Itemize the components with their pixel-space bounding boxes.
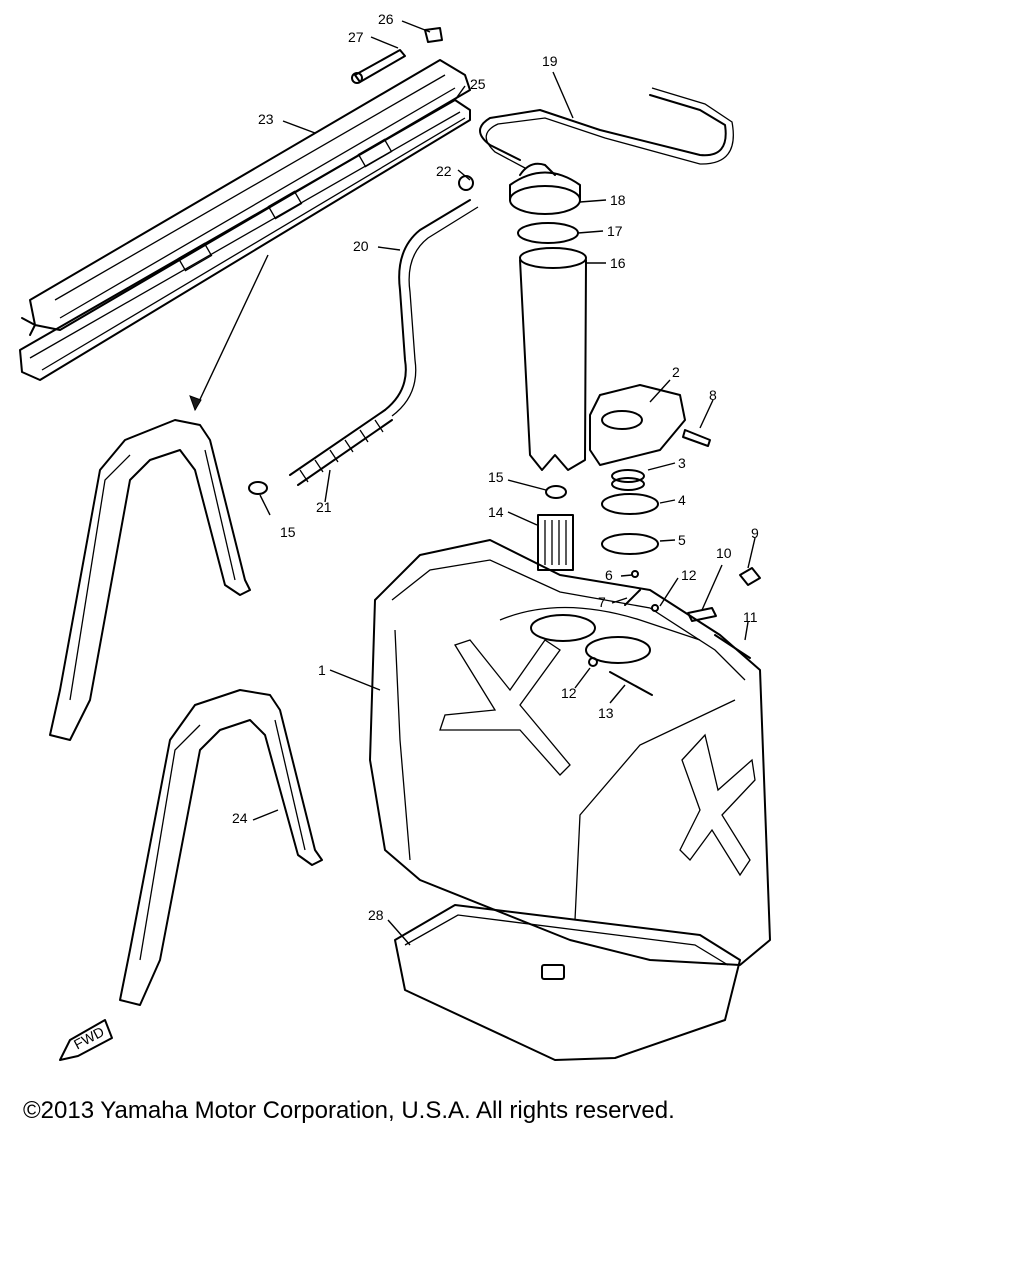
- disc-4: [601, 493, 659, 515]
- callout-10: 10: [716, 545, 732, 561]
- fwd-arrow-icon: FWD: [59, 1019, 113, 1061]
- spring-3: [611, 469, 645, 491]
- bolt-27: [351, 49, 406, 84]
- pin-6: [631, 570, 639, 578]
- leader-lines: [252, 20, 756, 946]
- ring-16: [519, 247, 587, 269]
- callout-22: 22: [436, 163, 452, 179]
- clamp-22: [458, 175, 474, 191]
- callout-6: 6: [605, 567, 613, 583]
- callout-20: 20: [353, 238, 369, 254]
- callout-4: 4: [678, 492, 686, 508]
- fwd-label: FWD: [71, 1023, 107, 1052]
- callout-12a: 12: [681, 567, 697, 583]
- filler-cap-18: [509, 162, 581, 215]
- clip-26: [424, 27, 443, 43]
- callout-8: 8: [709, 387, 717, 403]
- callout-1: 1: [318, 662, 326, 678]
- callout-27: 27: [348, 29, 364, 45]
- callout-3: 3: [678, 455, 686, 471]
- fuel-tank-exploded-diagram: FWD: [19, 11, 771, 1061]
- callout-17: 17: [607, 223, 623, 239]
- spring-hose-21: [289, 409, 393, 486]
- cap-housing-2: [589, 384, 686, 466]
- callout-24: 24: [232, 810, 248, 826]
- callout-23: 23: [258, 111, 274, 127]
- clip-15-middle: [545, 485, 567, 499]
- plate-10: [687, 607, 717, 622]
- strap-arrow-head: [189, 395, 202, 412]
- strainer-14: [537, 514, 574, 571]
- clamp-15-left: [248, 481, 268, 495]
- callout-labels: 1 2 3 4 5 6 7 8 9 10 11 12 12 13 14 15 1…: [232, 11, 759, 923]
- gasket-5: [601, 533, 659, 555]
- pin-7: [624, 589, 641, 606]
- callout-2: 2: [672, 364, 680, 380]
- callout-13: 13: [598, 705, 614, 721]
- callout-18: 18: [610, 192, 626, 208]
- bracket-upper: [49, 419, 251, 741]
- filter-tube: [519, 259, 587, 471]
- callout-28: 28: [368, 907, 384, 923]
- base-pad-28: [394, 904, 741, 1061]
- screw-8: [682, 429, 711, 447]
- callout-16: 16: [610, 255, 626, 271]
- hinge-9: [739, 567, 761, 586]
- copyright-notice: ©2013 Yamaha Motor Corporation, U.S.A. A…: [23, 1097, 675, 1124]
- hose-19: [479, 94, 727, 161]
- callout-12b: 12: [561, 685, 577, 701]
- callout-11: 11: [743, 609, 758, 625]
- callout-25: 25: [470, 76, 486, 92]
- callout-26: 26: [378, 11, 394, 27]
- callout-7: 7: [598, 594, 606, 610]
- strap-arrow: [194, 254, 269, 411]
- bracket-24: [119, 689, 323, 1006]
- callout-9: 9: [751, 525, 759, 541]
- hose-20: [384, 199, 471, 411]
- callout-19: 19: [542, 53, 558, 69]
- ring-17: [517, 222, 579, 244]
- pin-13: [609, 671, 653, 696]
- callout-14: 14: [488, 504, 504, 520]
- callout-15b: 15: [280, 524, 296, 540]
- callout-5: 5: [678, 532, 686, 548]
- fuel-tank-1: [369, 539, 771, 966]
- callout-15a: 15: [488, 469, 504, 485]
- callout-21: 21: [316, 499, 332, 515]
